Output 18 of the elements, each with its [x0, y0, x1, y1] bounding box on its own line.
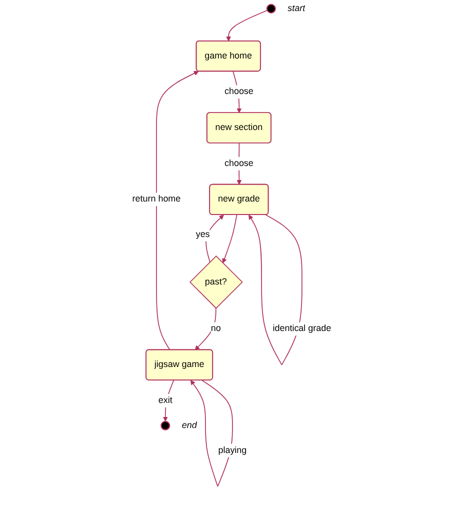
arrow — [194, 308, 216, 350]
edge-label: yes — [196, 230, 210, 240]
edge-label: no — [210, 324, 221, 334]
edge-label: choose — [224, 158, 254, 168]
edge-label: exit — [158, 396, 172, 406]
node-circle — [266, 4, 276, 14]
edge-label: identical grade — [272, 324, 332, 334]
arrow — [156, 71, 199, 350]
arrow — [206, 214, 224, 262]
node-circle — [160, 420, 170, 430]
arrow — [226, 10, 268, 42]
node-label: end — [182, 420, 197, 430]
edge-label: playing — [218, 445, 247, 456]
edge-label: return home — [132, 194, 181, 204]
edge-label: choose — [224, 86, 254, 96]
arrow — [222, 214, 238, 264]
node-diamond: past? — [190, 255, 243, 309]
node-label: start — [288, 4, 306, 14]
